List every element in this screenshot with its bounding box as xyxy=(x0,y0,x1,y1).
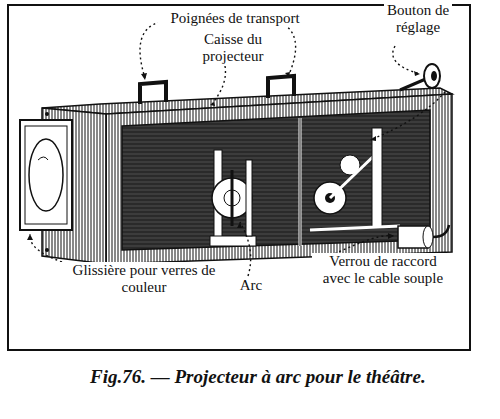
color-slide xyxy=(20,120,72,230)
part-label: Arc xyxy=(234,277,268,294)
adjust-knob xyxy=(424,64,440,88)
part-label: Glissière pour verres de couleur xyxy=(58,262,230,296)
part-label: Verrou de raccord avec le cable souple xyxy=(312,253,454,287)
frame xyxy=(8,5,470,350)
cable-connector xyxy=(398,225,449,248)
handle xyxy=(140,82,166,104)
figure-caption: Fig.76. — Projecteur à arc pour le théât… xyxy=(90,366,426,388)
leader-line xyxy=(30,22,445,276)
regulator-mechanism xyxy=(310,128,400,230)
part-label: Bouton de réglage xyxy=(384,2,452,36)
lens xyxy=(29,139,63,211)
box-interior xyxy=(122,110,430,250)
handle xyxy=(268,76,294,98)
arc-lamp xyxy=(210,150,256,246)
box-side xyxy=(106,94,452,264)
part-label: Caisse du projecteur xyxy=(186,31,280,65)
part-label: Poignées de transport xyxy=(158,10,312,27)
